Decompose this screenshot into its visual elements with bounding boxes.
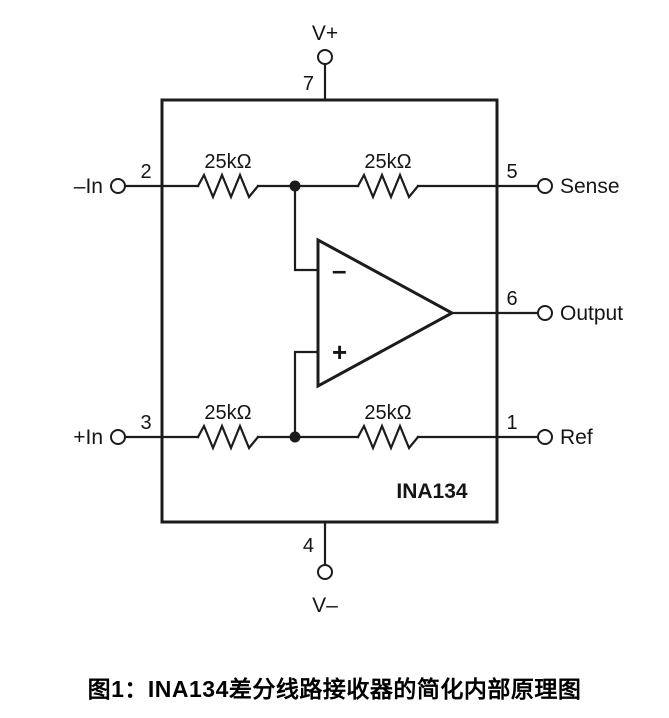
opamp-triangle: [316, 237, 456, 389]
ic-boundary: [160, 98, 499, 524]
terminal-vminus: [317, 564, 333, 580]
pin-label-ref: Ref: [560, 426, 593, 449]
circuit-diagram: V+ 7 V– 4 –In 2 25kΩ 25kΩ Sense 5 +In 3: [73, 22, 623, 617]
chip-name-label: INA134: [396, 480, 468, 503]
resistor-top-left: [196, 172, 260, 200]
figure-caption: 图1：INA134差分线路接收器的简化内部原理图: [87, 676, 582, 702]
pin-number-6: 6: [506, 288, 517, 310]
terminal-sense: [537, 178, 553, 194]
pin-label-vplus: V+: [312, 22, 338, 45]
resistor-bottom-left: [196, 423, 260, 451]
opamp-plus-sign: +: [332, 337, 347, 367]
terminal-ref: [537, 429, 553, 445]
resistor-bottom-right-label: 25kΩ: [364, 402, 411, 424]
pin-number-4: 4: [303, 535, 314, 557]
pin-label-pos-in: +In: [73, 426, 103, 449]
resistor-bottom-right: [356, 423, 420, 451]
terminal-pos-in: [110, 429, 126, 445]
pin-label-vminus: V–: [312, 594, 338, 617]
terminal-vplus: [317, 49, 333, 65]
pin-label-sense: Sense: [560, 175, 620, 198]
opamp-minus-sign: –: [332, 255, 346, 285]
resistor-bottom-left-label: 25kΩ: [204, 402, 251, 424]
pin-number-2: 2: [140, 161, 151, 183]
wire-noninverting-input: [293, 350, 320, 439]
resistor-top-left-label: 25kΩ: [204, 151, 251, 173]
pin-number-1: 1: [506, 412, 517, 434]
terminal-neg-in: [110, 178, 126, 194]
pin-label-output: Output: [560, 302, 623, 325]
resistor-top-right: [356, 172, 420, 200]
resistor-top-right-label: 25kΩ: [364, 151, 411, 173]
terminal-output: [537, 305, 553, 321]
pin-number-5: 5: [506, 161, 517, 183]
pin-label-neg-in: –In: [74, 175, 103, 198]
pin-number-3: 3: [140, 412, 151, 434]
pin-number-7: 7: [303, 73, 314, 95]
wire-inverting-input: [293, 184, 320, 272]
